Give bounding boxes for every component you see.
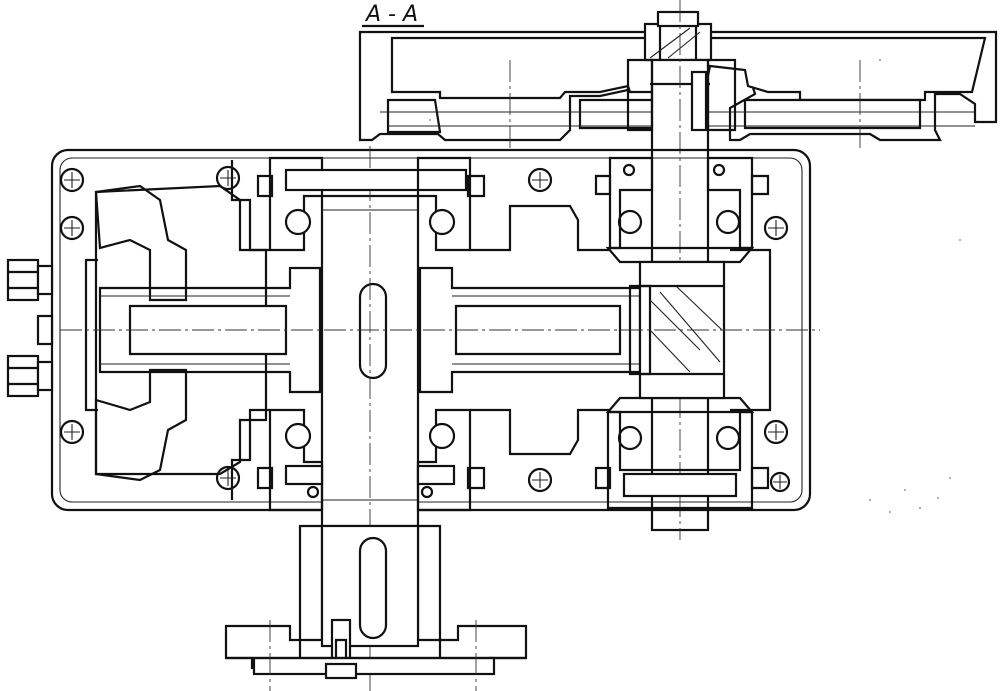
hex-nut <box>643 10 713 62</box>
plug-boss <box>36 314 54 346</box>
ball-bearing <box>622 163 636 177</box>
ball-bearing <box>284 208 312 236</box>
ball-bearing <box>306 485 320 499</box>
ball-bearing <box>284 422 312 450</box>
housing-bolt <box>763 419 789 445</box>
bearing-housing-top-right <box>416 156 486 252</box>
housing-bolt <box>763 215 789 241</box>
ball-bearing <box>715 425 741 451</box>
section-label: A - A <box>364 2 418 27</box>
ball-bearing <box>715 209 741 235</box>
drain-plug-upper <box>6 258 54 302</box>
housing-bolt <box>215 165 241 191</box>
drain-plug-lower <box>6 354 54 398</box>
ball-bearing <box>420 485 434 499</box>
scan-noise <box>429 59 961 513</box>
ball-bearing <box>712 163 726 177</box>
left-cover <box>84 184 268 482</box>
ball-bearing <box>617 209 643 235</box>
ball-bearing <box>617 425 643 451</box>
housing-bolt <box>527 467 553 493</box>
housing-bolt <box>215 465 241 491</box>
ball-bearing <box>428 422 456 450</box>
housing-bolt <box>59 167 85 193</box>
housing-bolt <box>527 167 553 193</box>
ball-bearing <box>428 208 456 236</box>
housing-bolt <box>59 419 85 445</box>
bearing-housing-bottom-left <box>256 408 324 512</box>
output-flange <box>224 524 528 691</box>
housing-bolt <box>59 215 85 241</box>
worm-screw <box>60 246 820 414</box>
housing-bolt <box>769 471 791 493</box>
